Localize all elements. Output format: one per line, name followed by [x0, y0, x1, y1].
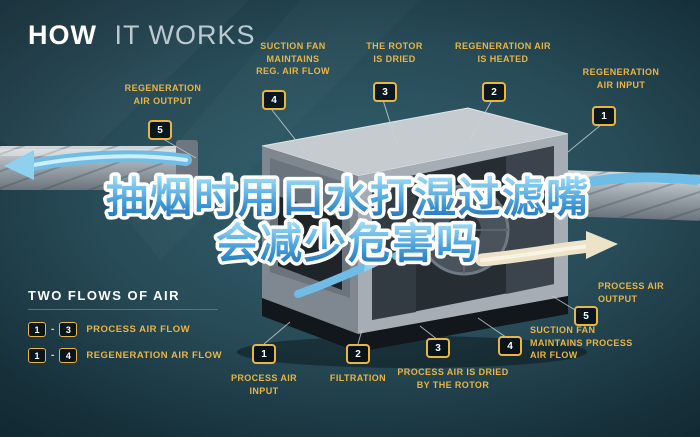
regen-input-arrowhead — [554, 172, 580, 202]
machine-base — [262, 296, 568, 352]
leader-line-regen-heated — [469, 99, 493, 141]
leader-line-suction-reg — [271, 109, 306, 153]
label-suction-fan-process: SUCTION FAN MAINTAINS PROCESS AIR FLOW — [530, 325, 633, 361]
page-title: HOW IT WORKS — [28, 20, 256, 51]
leader-line-process-input — [263, 321, 291, 345]
badge-regen-air-output: 5 — [148, 120, 172, 140]
legend-label-regeneration: REGENERATION AIR FLOW — [86, 350, 222, 361]
legend-heading: TWO FLOWS OF AIR — [28, 288, 181, 303]
process-flow-arrowhead-1 — [364, 252, 388, 272]
machine-front-opening — [278, 196, 342, 290]
label-process-air-output: PROCESS AIR OUTPUT — [598, 281, 665, 304]
label-process-air-input: PROCESS AIR INPUT — [230, 373, 298, 396]
badge-suction-fan-process: 4 — [498, 336, 522, 356]
legend-dash: - — [51, 350, 55, 361]
label-suction-fan-reg: SUCTION FAN MAINTAINS REG. AIR FLOW — [256, 41, 330, 77]
badge-suction-fan-reg: 4 — [262, 90, 286, 110]
badge-process-air-input: 1 — [252, 344, 276, 364]
badge-rotor-dried: 3 — [373, 82, 397, 102]
process-output-arrowhead — [586, 231, 618, 259]
regen-input-flow-arrow — [567, 172, 700, 191]
legend-badge-end: 3 — [59, 322, 78, 337]
label-regen-air-input: REGENERATION AIR INPUT — [582, 67, 660, 90]
label-regen-air-heated: REGENERATION AIR IS HEATED — [455, 41, 551, 64]
label-filtration: FILTRATION — [329, 373, 387, 383]
leader-line-filtration — [357, 329, 363, 345]
airflow-arrows — [4, 150, 700, 298]
legend-label-process: PROCESS AIR FLOW — [86, 324, 191, 335]
regen-output-arrowhead — [4, 150, 34, 180]
badge-process-air-output: 5 — [574, 306, 598, 326]
legend-badge-end: 4 — [59, 348, 78, 363]
legend-dash: - — [51, 324, 55, 335]
badge-regen-air-heated: 2 — [482, 82, 506, 102]
label-process-air-dried: PROCESS AIR IS DRIED BY THE ROTOR — [397, 367, 509, 390]
legend-badge-start: 1 — [28, 348, 46, 363]
title-it-works: IT WORKS — [114, 20, 256, 50]
label-rotor-dried: THE ROTOR IS DRIED — [366, 41, 423, 64]
legend-badge-start: 1 — [28, 322, 46, 337]
legend-row-regeneration-air: 1 - 4 REGENERATION AIR FLOW — [28, 348, 222, 363]
badge-process-air-dried: 3 — [426, 338, 450, 358]
process-flow-arrowhead-2 — [444, 222, 468, 242]
title-how: HOW — [28, 20, 97, 50]
badge-regen-air-input: 1 — [592, 106, 616, 126]
interior-panel-left — [372, 175, 416, 320]
leader-line-regen-input — [567, 123, 603, 153]
legend-divider — [28, 309, 218, 310]
interior-panel-right — [506, 146, 554, 294]
process-output-flow-highlight — [480, 244, 592, 262]
label-regen-air-output: REGENERATION AIR OUTPUT — [124, 83, 202, 106]
regen-output-flow-highlight — [26, 154, 188, 168]
leader-line-process-dried — [419, 325, 439, 341]
legend-row-process-air: 1 - 3 PROCESS AIR FLOW — [28, 322, 190, 337]
badge-filtration: 2 — [346, 344, 370, 364]
leader-line-rotor-dried — [382, 99, 399, 149]
